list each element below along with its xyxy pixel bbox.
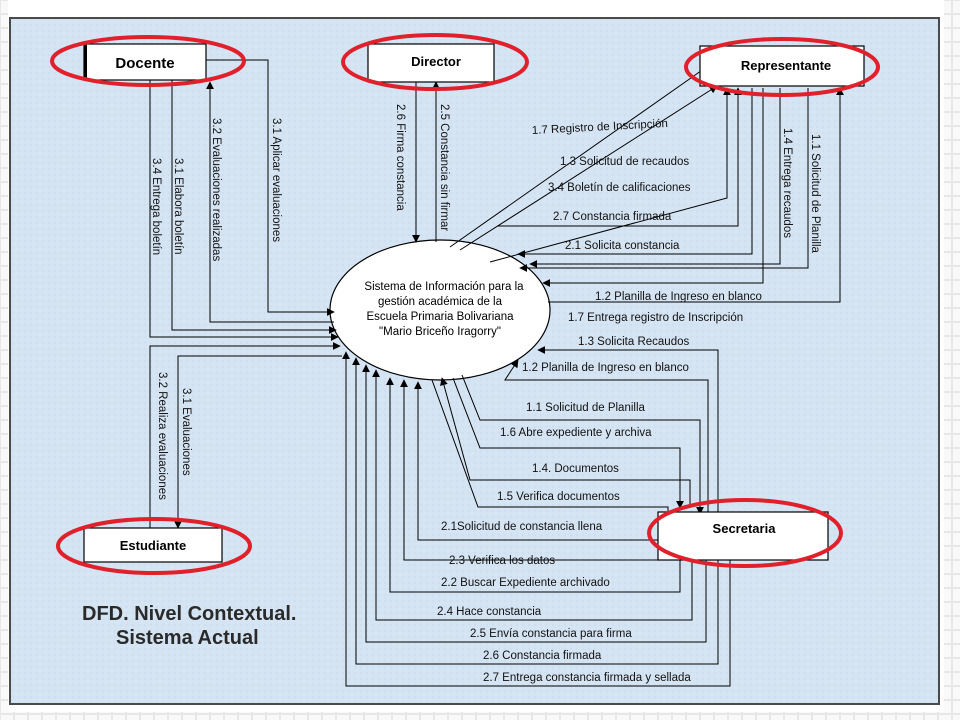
label-rep-14: 1.4 Entrega recaudos — [781, 128, 793, 238]
process-line-3: Escuela Primaria Bolivariana — [366, 311, 514, 323]
flow-rep-planilla — [548, 87, 844, 303]
flow-rep-solicita — [517, 88, 753, 258]
label-rep-12: 1.2 Planilla de Ingreso en blanco — [595, 291, 762, 303]
flow-sec-solicitud-planilla — [461, 374, 704, 515]
flow-sec-abre-expediente — [452, 377, 684, 509]
entity-estudiante-label: Estudiante — [120, 538, 186, 553]
flow-docente-elabora — [171, 80, 337, 334]
flow-sec-planilla — [504, 359, 709, 514]
highlight-estudiante — [56, 517, 252, 575]
label-rep-34: 3.4 Boletín de calificaciones — [548, 182, 691, 194]
process-line-1: Sistema de Información para la — [364, 281, 524, 293]
label-est-32: 3.2 Realiza evaluaciones — [156, 372, 168, 500]
entity-director — [367, 43, 495, 83]
flow-sec-buscar — [386, 377, 681, 593]
label-rep-21: 2.1 Solicita constancia — [565, 240, 680, 252]
label-docente-34: 3.4 Entrega boletín — [150, 158, 162, 255]
label-sec-15: 1.5 Verifica documentos — [497, 491, 620, 503]
title-line-2: Sistema Actual — [116, 627, 259, 649]
process-line-2: gestión académica de la — [378, 296, 503, 308]
label-rep-11: 1.1 Solicitud de Planilla — [809, 134, 821, 254]
entity-docente-label: Docente — [115, 55, 174, 72]
label-sec-25: 2.5 Envía constancia para firma — [470, 628, 632, 640]
label-sec-16: 1.6 Abre expediente y archiva — [500, 427, 652, 439]
flow-rep-entrega-registro — [542, 88, 764, 287]
flow-rep-constancia — [498, 87, 742, 227]
flow-est-evaluaciones — [174, 355, 342, 529]
label-director-25: 2.5 Constancia sin firmar — [438, 104, 450, 231]
flow-docente-evaluaciones — [206, 81, 334, 323]
flow-sec-documentos — [440, 377, 691, 508]
label-sec-23: 2.3 Verifica los datos — [449, 555, 555, 567]
flow-rep-solicitud-planilla — [519, 88, 809, 272]
flow-docente-aplicar — [202, 59, 335, 316]
label-rep-27: 2.7 Constancia firmada — [553, 211, 672, 223]
label-sec-22: 2.2 Buscar Expediente archivado — [441, 577, 610, 589]
label-sec-12: 1.2 Planilla de Ingreso en blanco — [522, 362, 689, 374]
flow-sec-solicita-recaudos — [537, 346, 719, 514]
label-rep-17b: 1.7 Entrega registro de Inscripción — [568, 312, 743, 324]
label-sec-11: 1.1 Solicitud de Planilla — [526, 402, 646, 414]
flow-rep-recaudos — [459, 85, 718, 251]
label-sec-24: 2.4 Hace constancia — [437, 606, 542, 618]
entity-representante — [699, 45, 865, 87]
flow-sec-firmada — [352, 357, 719, 665]
flow-sec-envia — [362, 364, 707, 643]
title-line-1: DFD. Nivel Contextual. — [82, 603, 296, 625]
label-docente-31: 3.1 Aplicar evaluaciones — [270, 118, 282, 242]
label-est-31: 3.1 Evaluaciones — [180, 388, 192, 476]
label-sec-14: 1.4. Documentos — [532, 463, 619, 475]
flow-rep-entrega — [529, 88, 781, 268]
flow-sec-verifica-datos — [400, 379, 668, 561]
process-line-4: "Mario Briceño Iragorry" — [379, 326, 501, 338]
flow-sec-hace — [372, 369, 693, 621]
label-docente-31b: 3.1 Elabora boletín — [172, 158, 184, 255]
flow-sec-entrega — [342, 351, 731, 687]
entity-secretaria — [657, 511, 829, 561]
label-sec-26: 2.6 Constancia firmada — [483, 650, 602, 662]
entity-estudiante — [83, 527, 223, 563]
label-sec-27: 2.7 Entrega constancia firmada y sellada — [483, 672, 691, 684]
highlight-representante — [684, 37, 880, 97]
highlight-director — [341, 33, 529, 91]
entity-director-label: Director — [411, 54, 461, 69]
entity-secretaria-label: Secretaria — [713, 521, 777, 536]
label-docente-32: 3.2 Evaluaciones realizadas — [210, 118, 222, 261]
flow-rep-registro — [449, 65, 709, 248]
label-director-26: 2.6 Firma constancia — [394, 104, 406, 211]
highlight-docente — [50, 35, 246, 87]
flow-est-realiza — [149, 342, 341, 528]
flow-sec-solicitud-llena — [414, 381, 658, 541]
label-sec-21: 2.1Solicitud de constancia llena — [441, 521, 603, 533]
docente-flows — [149, 59, 339, 341]
entity-representante-label: Representante — [741, 58, 831, 73]
flow-rep-boletin — [489, 87, 731, 263]
process-circle — [329, 239, 551, 381]
representante-flows — [449, 65, 844, 303]
label-sec-13: 1.3 Solicita Recaudos — [578, 336, 689, 348]
flow-docente-entrega — [149, 80, 339, 341]
label-rep-13: 1.3 Solicitud de recaudos — [560, 156, 689, 168]
highlight-secretaria — [647, 498, 843, 568]
secretaria-flows — [342, 346, 731, 687]
